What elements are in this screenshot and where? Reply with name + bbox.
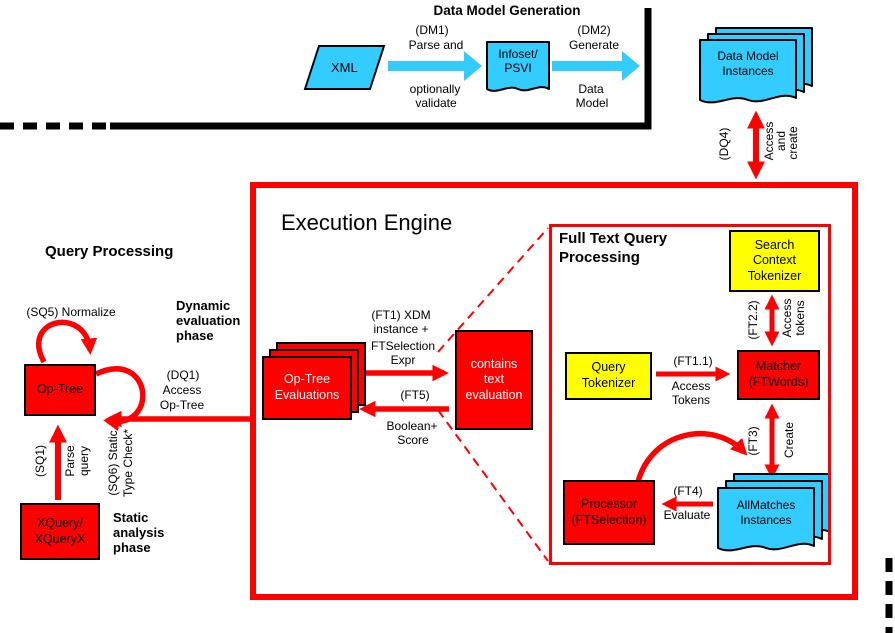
ft22-label-2: tokens (793, 300, 807, 336)
ft11-label-1: Access (671, 379, 711, 393)
xml-label: XML (331, 60, 358, 75)
processor-label-1: Processor (580, 496, 638, 511)
matcher-label-1: Matcher (755, 359, 802, 374)
dm1-label-3: validate (415, 96, 457, 110)
ft11-tag: (FT1.1) (673, 354, 713, 368)
data-model-instances-label-2: Instances (722, 64, 774, 78)
dm2-label-1: Generate (568, 38, 620, 52)
op-tree-evaluations-box: Op-Tree Evaluations (262, 356, 352, 420)
dq4-tag: (DQ4) (717, 127, 731, 161)
ft1-label-2: instance + (373, 322, 429, 336)
dm1-label-1: Parse and (408, 38, 464, 52)
static-phase-label-3: phase (113, 540, 151, 555)
zoom-dashed-line-top (437, 227, 549, 353)
op-tree-evaluations-label-2: Evaluations (274, 388, 340, 402)
dm2-arrow (552, 51, 640, 81)
processor-label-2: (FTSelection) (571, 512, 647, 527)
sq6-label-2: Type Check* (121, 428, 135, 498)
xquery-box: XQuery/ XQueryX (20, 503, 100, 560)
op-tree-box: Op-Tree (24, 364, 96, 416)
qt-label-1: Query (591, 360, 626, 375)
dq1-tag: (DQ1) (166, 368, 200, 382)
ft4-tag: (FT4) (673, 484, 703, 498)
dynamic-phase-label-1: Dynamic (176, 298, 231, 313)
data-model-instances-label-1: Data Model (717, 49, 779, 63)
boundary-line (110, 8, 652, 130)
xquery-label-2: XQueryX (34, 531, 86, 546)
zoom-dashed-line-bottom (437, 409, 549, 562)
ftqp-title-2: Processing (559, 249, 640, 266)
dm2-tag: (DM2) (577, 23, 611, 37)
infoset-label-2: PSVI (504, 61, 532, 75)
infoset-label-1: Infoset/ (498, 47, 538, 61)
allmatches-label-1: AllMatches (736, 498, 796, 512)
ft3-tag: (FT3) (746, 426, 760, 456)
matcher-box: Matcher (FTWords) (737, 350, 820, 400)
execution-engine-title: Execution Engine (281, 210, 453, 235)
sq6-label-1: (SQ6) Static (106, 430, 120, 496)
ft22-label-1: Access (780, 298, 794, 338)
dq4-label-3: create (786, 126, 800, 160)
query-processing-title: Query Processing (45, 243, 174, 260)
ftqp-title-1: Full Text Query (559, 230, 668, 247)
ft1-label-1: (FT1) XDM (371, 308, 431, 322)
ft1-label-4: Expr (390, 353, 416, 367)
ft5-label-1: Boolean+ (386, 419, 438, 433)
dq1-label-1: Access (162, 383, 202, 397)
sq5-label: (SQ5) Normalize (26, 305, 116, 319)
matcher-label-2: (FTWords) (748, 375, 809, 389)
dm2-label-2: Data (578, 82, 604, 96)
ft1-label-3: FTSelection (370, 339, 436, 353)
contains-label-1: contains (470, 356, 518, 371)
dm1-label-2: optionally (409, 82, 461, 96)
dynamic-phase-label-3: phase (176, 328, 214, 343)
allmatches-label-2: Instances (740, 513, 792, 527)
static-phase-label-1: Static (113, 510, 149, 525)
data-model-generation-title: Data Model Generation (433, 3, 581, 18)
sq1-tag: (SQ1) (33, 444, 47, 478)
ft22-tag: (FT2.2) (746, 300, 760, 340)
sq1-label-2: query (77, 445, 91, 477)
sct-label-3: Tokenizer (747, 268, 802, 283)
dm1-arrow (388, 51, 482, 81)
dm1-tag: (DM1) (415, 23, 449, 37)
sct-label-2: Context (752, 253, 797, 268)
execution-engine-frame (250, 182, 858, 600)
sq6-loop-arrow (94, 366, 146, 432)
contains-label-2: text (483, 372, 505, 387)
qt-label-2: Tokenizer (581, 376, 636, 390)
dm2-label-3: Model (575, 96, 609, 110)
search-context-tokenizer-box: Search Context Tokenizer (729, 230, 820, 292)
full-text-query-processing-frame (549, 224, 831, 565)
xquery-label-1: XQuery/ (37, 515, 83, 530)
ft3-label: Create (782, 421, 796, 459)
op-tree-evaluations-label-1: Op-Tree (283, 372, 331, 387)
sct-label-1: Search (754, 237, 795, 252)
query-tokenizer-box: Query Tokenizer (565, 352, 652, 400)
op-tree-label: Op-Tree (36, 382, 84, 397)
dynamic-phase-label-2: evaluation (176, 313, 241, 328)
contains-text-evaluation-box: contains text evaluation (455, 330, 533, 430)
ft5-tag: (FT5) (400, 388, 430, 402)
processor-recursion-arrow (635, 430, 748, 483)
sq1-label-1: Parse (63, 445, 77, 477)
processor-box: Processor (FTSelection) (563, 480, 655, 545)
sq5-loop-arrow (36, 319, 98, 364)
static-phase-label-2: analysis (113, 525, 165, 540)
ft11-label-2: Tokens (671, 393, 711, 407)
contains-label-3: evaluation (465, 387, 523, 402)
ft4-label: Evaluate (663, 508, 711, 522)
ft5-label-2: Score (397, 433, 429, 447)
dq1-label-2: Op-Tree (159, 398, 205, 412)
